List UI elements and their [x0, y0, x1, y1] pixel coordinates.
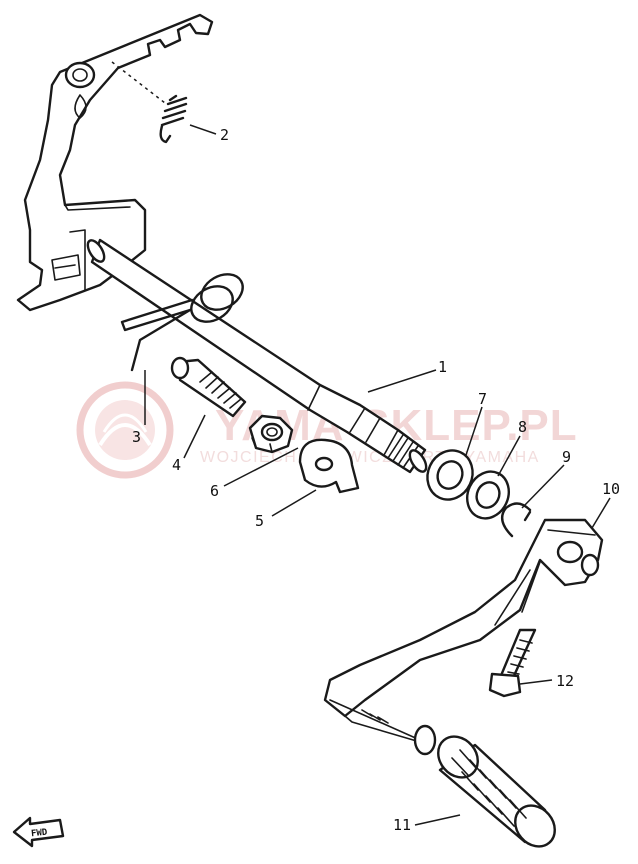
fwd-label: FWD	[31, 828, 49, 840]
arrow-left-icon	[12, 816, 65, 848]
callout-3: 3	[132, 428, 141, 446]
callout-10: 10	[602, 480, 620, 498]
part-9-circlip	[500, 502, 532, 538]
part-4-stud-bolt	[170, 356, 247, 418]
callout-12: 12	[556, 672, 574, 690]
part-12-pinch-bolt	[488, 628, 537, 698]
callout-9: 9	[562, 448, 571, 466]
fwd-direction-marker: FWD	[12, 816, 65, 848]
shift-arm-plate	[16, 13, 214, 312]
watermark-tagline: WOJCIECH MILEWICZ PARTS YAMAHA	[200, 449, 540, 466]
callout-7: 7	[478, 390, 487, 408]
callout-1: 1	[438, 358, 447, 376]
part-2-spring	[111, 61, 188, 144]
callout-2: 2	[220, 126, 229, 144]
part-3-return-spring	[120, 273, 244, 372]
part-1-shift-shaft	[86, 238, 428, 474]
callout-5: 5	[255, 512, 264, 530]
leader-lines	[144, 124, 611, 826]
part-6-nut	[248, 414, 294, 454]
part-10-shift-pedal	[323, 518, 604, 756]
callout-11: 11	[393, 816, 411, 834]
callout-8: 8	[518, 418, 527, 436]
watermark-logo-icon	[76, 381, 174, 479]
callouts: 2 3 4 6 5 1 7 8 9 10 12 11	[132, 126, 620, 834]
callout-4: 4	[172, 456, 181, 474]
part-7-oil-seal	[426, 449, 474, 501]
part-11-pedal-rubber	[437, 735, 556, 848]
part-5-lock-washer	[298, 438, 360, 494]
part-8-washer	[466, 470, 510, 520]
callout-6: 6	[210, 482, 219, 500]
